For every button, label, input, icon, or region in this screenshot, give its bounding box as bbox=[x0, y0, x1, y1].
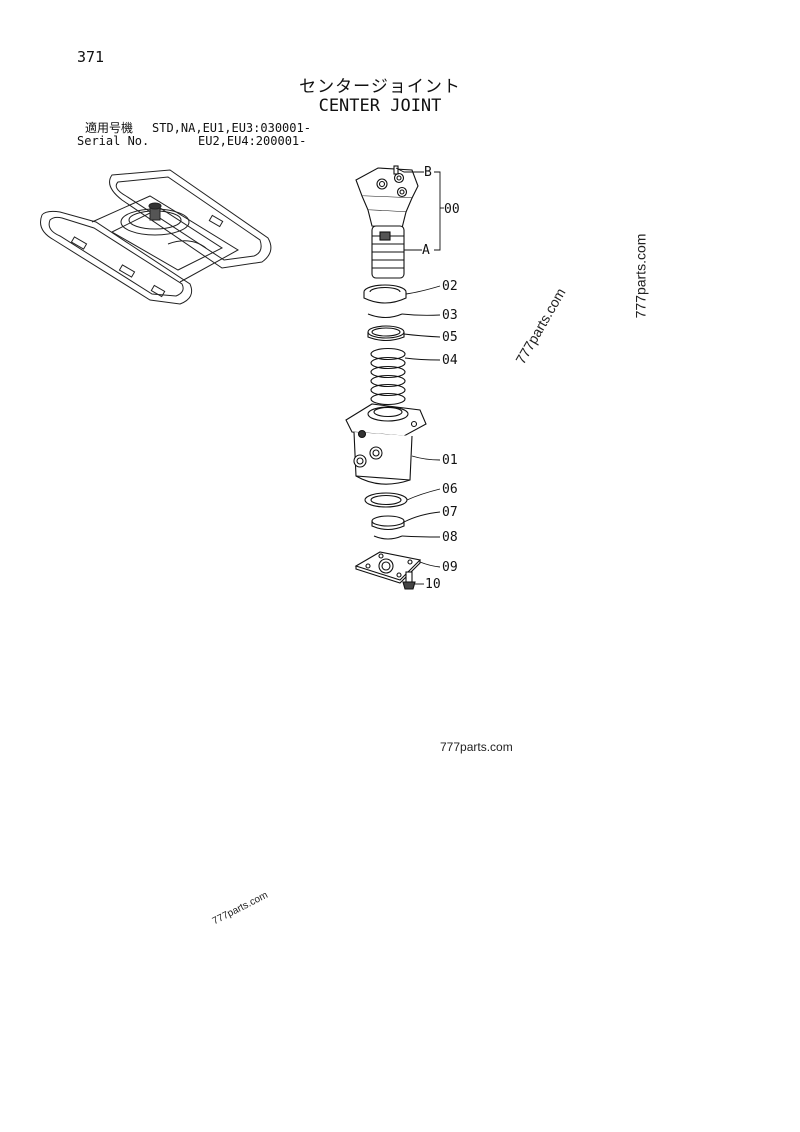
label-A: A bbox=[422, 243, 430, 258]
part-labels: B A 00 02 03 05 04 01 06 07 08 09 10 bbox=[422, 165, 460, 592]
center-joint-assembly bbox=[345, 165, 427, 590]
label-09: 09 bbox=[442, 560, 458, 575]
part-04-seal-stack bbox=[370, 347, 406, 406]
title-japanese: センタージョイント bbox=[299, 77, 461, 97]
page-number: 371 bbox=[77, 48, 105, 66]
label-07: 07 bbox=[442, 505, 458, 520]
leader-lines bbox=[395, 167, 444, 585]
label-01: 01 bbox=[442, 453, 458, 468]
label-10: 10 bbox=[425, 577, 441, 592]
part-02-seal bbox=[363, 284, 407, 304]
label-B: B bbox=[424, 165, 432, 180]
part-09-cover bbox=[354, 551, 422, 584]
part-06-ring bbox=[364, 492, 408, 508]
label-00: 00 bbox=[444, 202, 460, 217]
part-10-bolt bbox=[402, 571, 416, 590]
applicability-value-2: EU2,EU4:200001- bbox=[198, 134, 307, 148]
label-03: 03 bbox=[442, 308, 458, 323]
title-english: CENTER JOINT bbox=[318, 96, 442, 116]
part-00-rotor bbox=[355, 165, 419, 279]
label-05: 05 bbox=[442, 330, 458, 345]
part-07-ring bbox=[371, 515, 405, 531]
label-06: 06 bbox=[442, 482, 458, 497]
part-08-ring bbox=[373, 535, 403, 540]
label-08: 08 bbox=[442, 530, 458, 545]
applicability-block: 適用号機 STD,NA,EU1,EU3:030001- Serial No. E… bbox=[77, 122, 311, 187]
undercarriage-thumbnail bbox=[40, 169, 272, 305]
part-05-ring bbox=[367, 325, 405, 342]
watermark: 777parts.com bbox=[440, 740, 513, 754]
applicability-value-1: STD,NA,EU1,EU3:030001- bbox=[152, 121, 311, 135]
label-04: 04 bbox=[442, 353, 458, 368]
applicability-label-ja: 適用号機 bbox=[85, 121, 134, 135]
serial-no-label: Serial No. bbox=[77, 134, 150, 148]
part-03-ring bbox=[367, 313, 403, 319]
part-01-body bbox=[345, 403, 427, 485]
watermark: 777parts.com bbox=[632, 233, 649, 319]
label-02: 02 bbox=[442, 279, 458, 294]
